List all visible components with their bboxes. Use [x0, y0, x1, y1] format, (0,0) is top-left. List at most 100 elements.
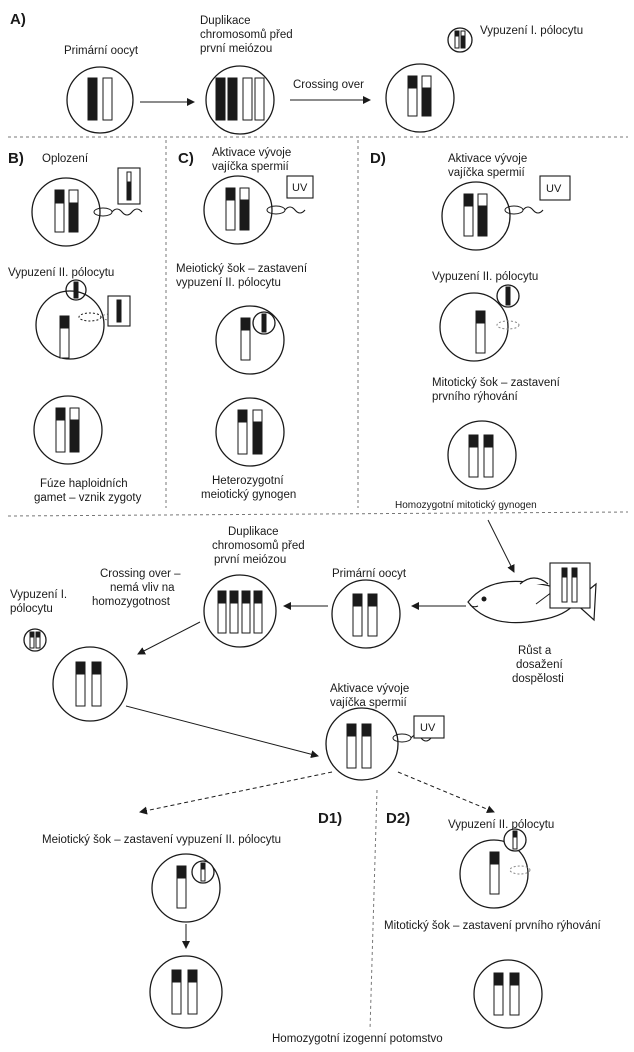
fish-fin [519, 577, 549, 585]
sperm-head [392, 733, 412, 743]
fish-eye [481, 596, 487, 602]
e-polar1-label-2: pólocytu [10, 603, 53, 615]
a-dup-label-1: Duplikace [200, 15, 251, 27]
a-primary-oocyte-cell [66, 66, 134, 134]
d-result-cell [447, 420, 517, 490]
e-primary-oocyte-label: Primární oocyt [332, 568, 407, 580]
e-crossing-label-3: homozygotnost [92, 596, 171, 608]
uv-box [413, 715, 445, 739]
b-polar2-cell [35, 290, 105, 360]
e-activation-cell [325, 707, 399, 781]
d2-polar2-cell [459, 839, 529, 909]
chromosome-segment [55, 407, 66, 421]
chromosome [242, 77, 253, 121]
chromosome-segment [475, 310, 486, 324]
d-activation-cell [441, 181, 511, 251]
sperm-remnant [509, 865, 531, 875]
c-act-label-2: vajíčka spermií [212, 161, 289, 173]
chromosome-segment [489, 851, 500, 865]
chromosome-segment [493, 972, 504, 986]
chromosome-segment [176, 865, 187, 879]
e-duplicated-cell [203, 574, 277, 648]
fish-genotype-box [549, 562, 591, 609]
e-dup-label-3: první meiózou [214, 554, 286, 566]
chromosome-segment [509, 972, 520, 986]
sperm-head [266, 205, 286, 215]
fish-mouth [469, 604, 479, 608]
c-shock-cell [215, 305, 285, 375]
chromosome-segment [561, 567, 568, 578]
chromosome-segment [29, 631, 35, 638]
uv-box [286, 175, 314, 199]
uv-label: UV [420, 722, 436, 734]
d-polar2-cell [439, 292, 509, 362]
chromosome-segment [454, 30, 460, 37]
a-duplicated-cell [205, 65, 275, 135]
a-after-crossing-cell [385, 63, 455, 133]
chromosome-segment [460, 30, 466, 37]
chromosome-segment [187, 969, 198, 983]
d2-shock-label: Mitotický šok – zastavení prvního rýhová… [384, 920, 601, 932]
section-d1-label: D1) [318, 810, 342, 827]
chromosome-segment [241, 590, 251, 604]
d-act-label-1: Aktivace vývoje [448, 153, 527, 165]
chromosome-segment [253, 590, 263, 604]
a-dup-label-3: první meiózou [200, 43, 272, 55]
section-d2-label: D2) [386, 810, 410, 827]
c-shock-label-2: vypuzení II. pólocytu [176, 277, 281, 289]
c-shock-label-1: Meiotický šok – zastavení [176, 263, 308, 275]
chromosome [215, 77, 226, 121]
c-result-label-1: Heterozygotní [212, 475, 284, 487]
e-polar1-label-1: Vypuzení I. [10, 589, 67, 601]
chromosome-segment [75, 661, 86, 675]
d-act-label-2: vajíčka spermií [448, 167, 525, 179]
e-dup-label-1: Duplikace [228, 526, 279, 538]
chromosome-segment [361, 723, 372, 737]
b-fert-cell [31, 177, 101, 247]
chromosome [102, 77, 113, 121]
fish-pointer [535, 591, 553, 605]
chromosome [261, 313, 267, 333]
a-primary-oocyte-label: Primární oocyt [64, 45, 139, 57]
b-fert-label: Oplození [42, 153, 89, 165]
a-polar1-label: Vypuzení I. pólocytu [480, 25, 583, 37]
a-polar-body [447, 27, 473, 53]
sperm-head [93, 207, 113, 217]
arrow [487, 519, 515, 573]
b-polar2-label: Vypuzení II. pólocytu [8, 267, 114, 279]
chromosome-segment [483, 434, 494, 448]
chromosome-segment [571, 567, 578, 578]
chromosome-segment [240, 317, 251, 331]
sperm-tail [522, 206, 544, 214]
chromosome-segment [346, 723, 357, 737]
d-result-label: Homozygotní mitotický gynogen [395, 500, 537, 511]
c-result-label-2: meiotický gynogen [201, 489, 296, 501]
chromosome-segment [69, 407, 80, 421]
c-activation-cell [203, 175, 273, 245]
d-shock-label-1: Mitotický šok – zastavení [432, 377, 561, 389]
d-shock-label-2: prvního rýhování [432, 391, 518, 403]
section-c-label: C) [178, 150, 194, 167]
chromosome-segment [68, 189, 79, 204]
e-crossing-label-1: Crossing over – [100, 568, 181, 580]
e-after-polar1-cell [52, 646, 128, 722]
section-b-label: B) [8, 150, 24, 167]
e-grow-label-1: Růst a [518, 645, 552, 657]
sperm-tail [284, 206, 306, 214]
chromosome-segment [252, 409, 263, 423]
chromosome-segment [35, 631, 41, 638]
sperm-tail [111, 208, 143, 216]
uv-box [539, 175, 571, 201]
e-act-label-1: Aktivace vývoje [330, 683, 409, 695]
chromosome-segment [225, 187, 236, 201]
chromosome [227, 77, 238, 121]
d2-polar2-label: Vypuzení II. pólocytu [448, 819, 554, 831]
chromosome-segment [126, 181, 132, 201]
e-grow-label-2: dosažení [516, 659, 563, 671]
chromosome [73, 281, 79, 299]
dashed-arrow [397, 771, 495, 813]
a-dup-label-2: chromosomů před [200, 29, 293, 41]
sperm-remnant [496, 320, 520, 330]
section-d-label: D) [370, 150, 386, 167]
chromosome-segment [367, 593, 378, 607]
